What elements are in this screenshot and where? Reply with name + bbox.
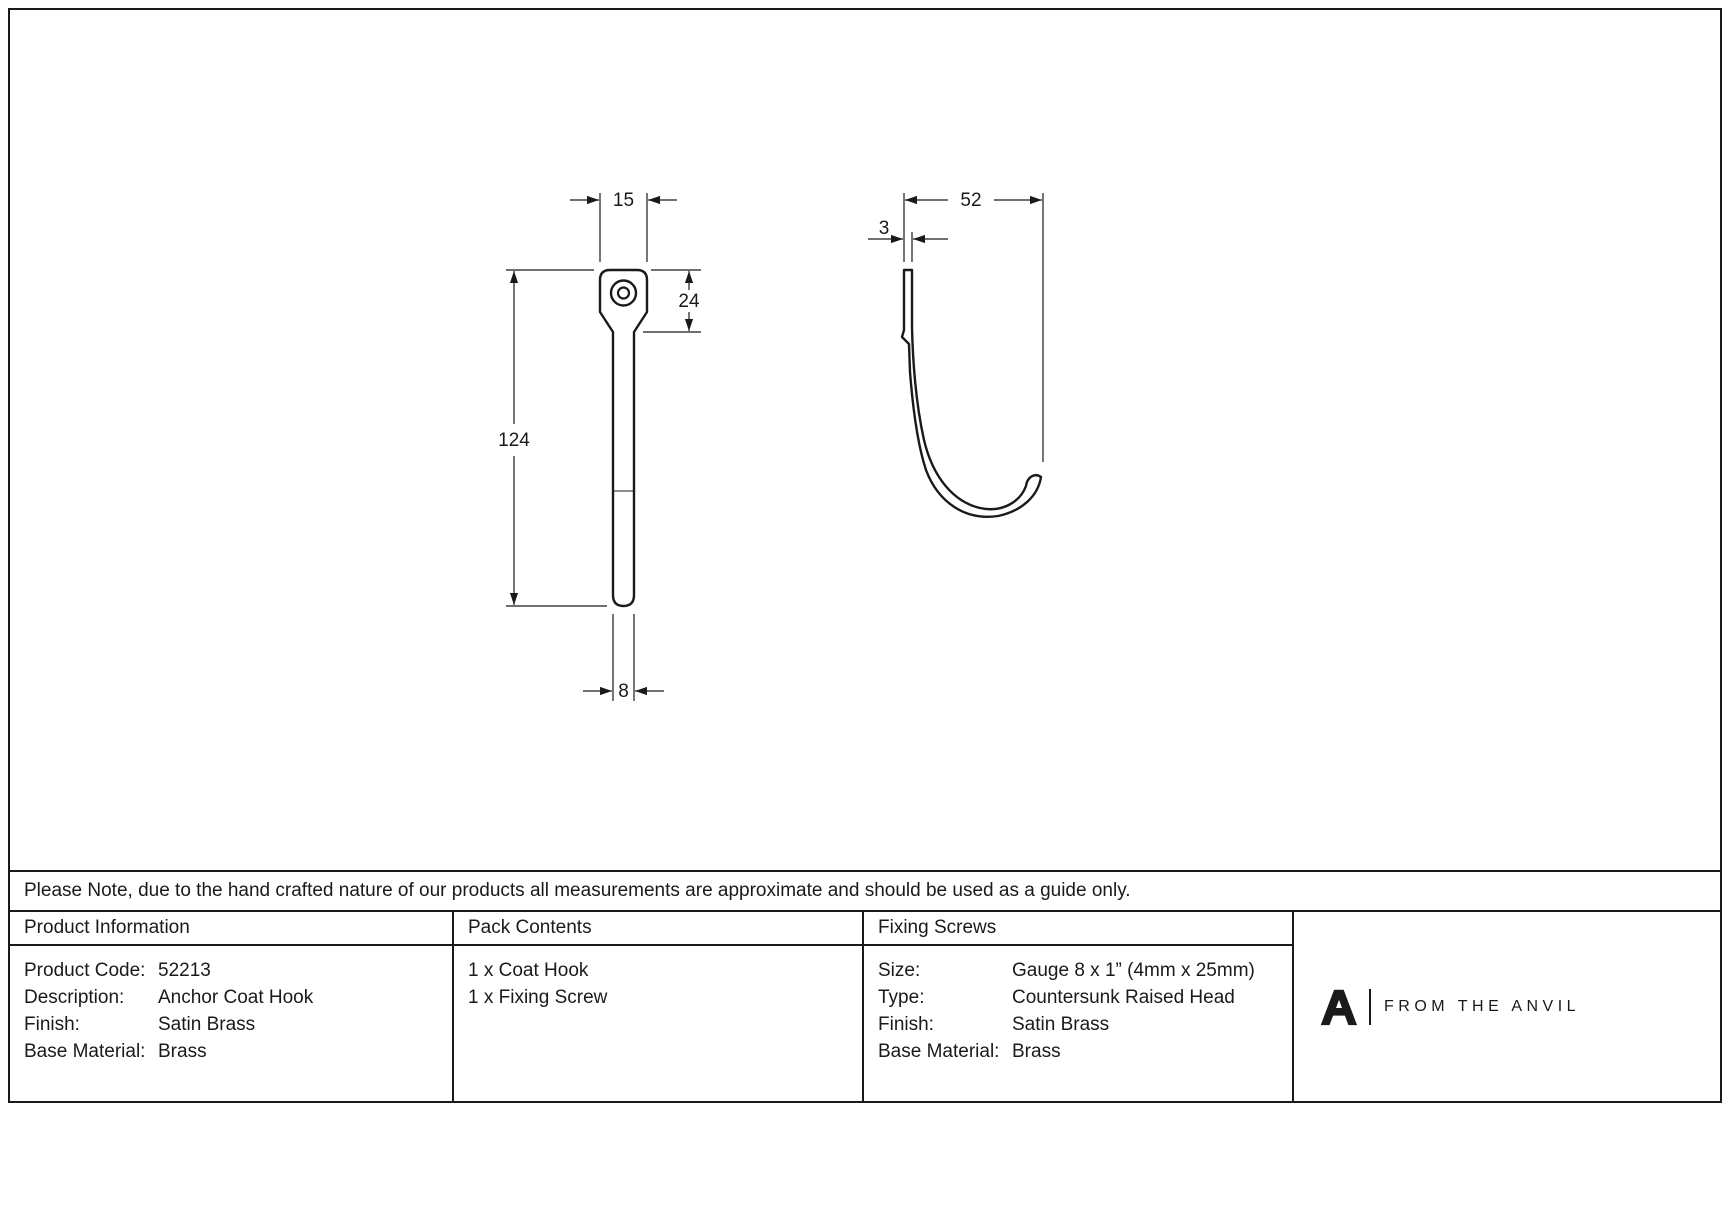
- front-view: 15 24 124: [498, 190, 701, 702]
- row-value: Brass: [1012, 1041, 1061, 1062]
- table-row: Description: Anchor Coat Hook: [24, 984, 438, 1011]
- row-label: Type:: [878, 987, 925, 1008]
- table-row: Type: Countersunk Raised Head: [878, 984, 1278, 1011]
- brand-column: FROM THE ANVIL: [1292, 912, 1720, 1101]
- list-item: 1 x Fixing Screw: [468, 987, 608, 1008]
- brand-name: FROM THE ANVIL: [1384, 997, 1581, 1015]
- row-value: Satin Brass: [158, 1014, 256, 1035]
- row-label: Product Code:: [24, 960, 146, 981]
- table-row: Base Material: Brass: [878, 1038, 1278, 1065]
- side-view: 52 3: [868, 190, 1044, 518]
- row-label: Finish:: [878, 1014, 934, 1035]
- spec-sheet: 15 24 124: [8, 8, 1722, 1103]
- pack-contents-header: Pack Contents: [454, 912, 862, 946]
- table-row: Finish: Satin Brass: [878, 1011, 1278, 1038]
- dim-label-strap-width: 8: [618, 681, 629, 702]
- technical-drawing-area: 15 24 124: [10, 10, 1720, 870]
- table-row: Product Code: 52213: [24, 957, 438, 984]
- dim-label-head-height: 24: [678, 291, 700, 312]
- row-label: Size:: [878, 960, 921, 981]
- screw-hole-center-icon: [616, 286, 631, 300]
- pack-contents-column: Pack Contents 1 x Coat Hook 1 x Fixing S…: [452, 912, 862, 1101]
- front-view-outline: [598, 268, 649, 608]
- dimension-strap-width: [583, 614, 664, 701]
- side-view-outline: [900, 268, 1043, 518]
- note-bar: Please Note, due to the hand crafted nat…: [10, 870, 1720, 912]
- list-item: 1 x Coat Hook: [468, 960, 589, 981]
- dim-label-length: 124: [498, 430, 530, 451]
- table-row: Base Material: Brass: [24, 1038, 438, 1065]
- anvil-a-logo-icon: [1320, 989, 1358, 1025]
- table-row: Finish: Satin Brass: [24, 1011, 438, 1038]
- dimension-head-width: [570, 193, 677, 262]
- dimension-head-height: [643, 269, 701, 333]
- product-information-column: Product Information Product Code: 52213 …: [10, 912, 452, 1101]
- spec-table: Product Information Product Code: 52213 …: [10, 912, 1720, 1101]
- brand-divider: [1369, 988, 1371, 1025]
- fixing-screws-body: Size: Gauge 8 x 1” (4mm x 25mm) Type: Co…: [864, 946, 1292, 1076]
- fixing-screws-header: Fixing Screws: [864, 912, 1292, 946]
- row-label: Base Material:: [24, 1041, 146, 1062]
- note-text: Please Note, due to the hand crafted nat…: [24, 880, 1131, 901]
- dimension-thickness: [868, 232, 948, 262]
- row-value: 52213: [158, 960, 211, 981]
- dimension-depth: [903, 193, 1044, 462]
- product-information-body: Product Code: 52213 Description: Anchor …: [10, 946, 452, 1076]
- row-value: Anchor Coat Hook: [158, 987, 314, 1008]
- row-label: Finish:: [24, 1014, 80, 1035]
- coat-hook-drawing: 15 24 124: [498, 190, 1044, 702]
- row-label: Base Material:: [878, 1041, 1000, 1062]
- dimension-length: [506, 269, 607, 607]
- row-value: Satin Brass: [1012, 1014, 1110, 1035]
- pack-contents-body: 1 x Coat Hook 1 x Fixing Screw: [454, 946, 862, 1022]
- row-value: Brass: [158, 1041, 207, 1062]
- table-row: Size: Gauge 8 x 1” (4mm x 25mm): [878, 957, 1278, 984]
- dim-label-depth: 52: [960, 190, 981, 211]
- row-value: Countersunk Raised Head: [1012, 987, 1235, 1008]
- dim-label-head-width: 15: [613, 190, 634, 211]
- dim-label-thickness: 3: [879, 218, 890, 239]
- fixing-screws-column: Fixing Screws Size: Gauge 8 x 1” (4mm x …: [862, 912, 1292, 1101]
- row-label: Description:: [24, 987, 125, 1008]
- product-information-header: Product Information: [10, 912, 452, 946]
- row-value: Gauge 8 x 1” (4mm x 25mm): [1012, 960, 1255, 981]
